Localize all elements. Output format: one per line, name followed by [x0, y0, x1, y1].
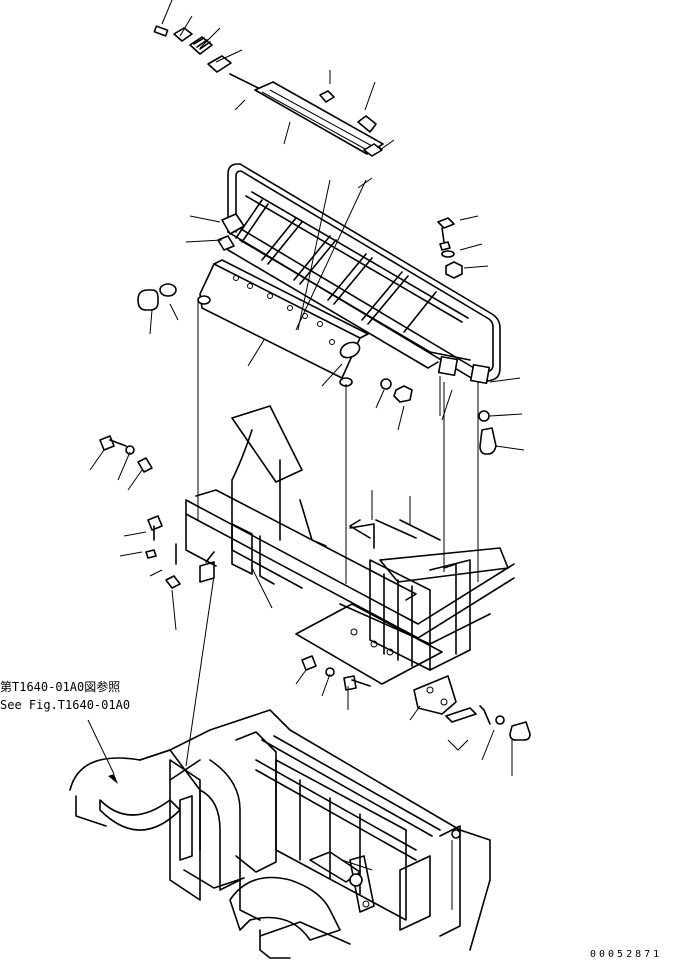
- leader-lines-top: [161, 0, 395, 189]
- bolts-left: [89, 435, 371, 710]
- document-number: 00052871: [590, 949, 663, 960]
- reference-note-english: See Fig.T1640-01A0: [0, 698, 131, 712]
- pin-assembly-top: [153, 25, 384, 157]
- floor-frame: [175, 405, 515, 685]
- leader-lines-middle: [149, 215, 453, 526]
- alignment-lines: [185, 179, 367, 767]
- upper-panel: [137, 259, 479, 584]
- main-frame: [69, 709, 491, 959]
- reference-note-japanese: 第T1640-01A0図参照: [0, 680, 121, 694]
- bolts-right: [437, 215, 525, 455]
- bracket-right: [409, 649, 531, 776]
- reference-arrow: [87, 719, 118, 784]
- handrail-frame: [217, 163, 501, 385]
